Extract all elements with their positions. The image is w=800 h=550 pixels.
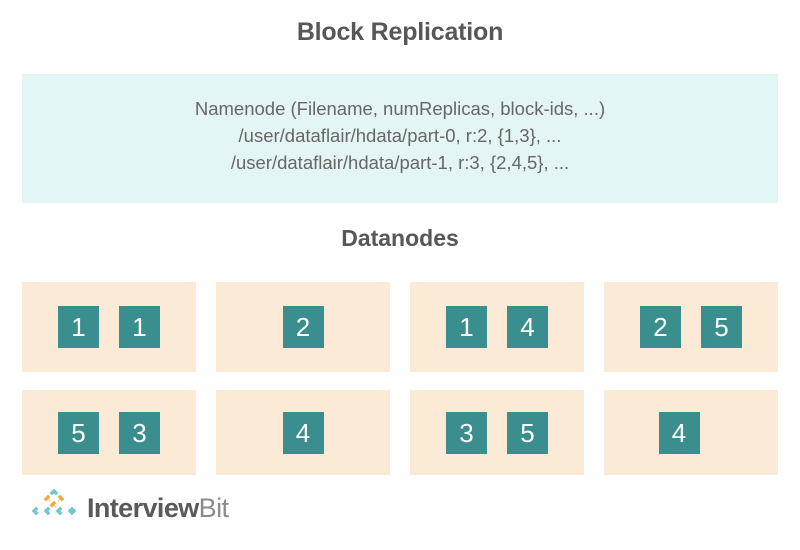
block-tile[interactable]: 1 — [119, 306, 160, 348]
interviewbit-diamond-logo-icon — [30, 488, 78, 517]
datanodes-heading: Datanodes — [341, 225, 459, 251]
block-tile[interactable]: 5 — [507, 411, 548, 454]
datanode-row-2: 5 3 4 3 5 4 — [22, 390, 778, 475]
block-tile[interactable]: 5 — [58, 411, 99, 454]
namenode-line-header: Namenode (Filename, numReplicas, block-i… — [194, 98, 606, 119]
interviewbit-logo[interactable]: InterviewBit — [30, 488, 229, 528]
datanode-row-1: 1 1 2 1 4 2 5 — [22, 282, 778, 372]
block-tile[interactable]: 2 — [282, 306, 324, 348]
datanode-panel[interactable]: 2 5 — [604, 282, 778, 372]
namenode-line-part-0: /user/dataflair/hdata/part-0, r:2, {1,3}… — [238, 125, 562, 146]
block-tile[interactable]: 4 — [282, 411, 324, 454]
datanode-panel[interactable]: 1 1 — [22, 282, 196, 372]
namenode-line-part-1: /user/dataflair/hdata/part-1, r:3, {2,4,… — [230, 152, 570, 173]
datanode-panel[interactable]: 3 5 — [410, 390, 584, 475]
datanode-panel[interactable]: 1 4 — [410, 282, 584, 372]
block-tile[interactable]: 3 — [446, 411, 487, 454]
datanode-panel[interactable]: 5 3 — [22, 390, 196, 475]
logo-word-bit: Bit — [198, 492, 229, 523]
block-tile[interactable]: 4 — [658, 411, 700, 454]
namenode-panel: Namenode (Filename, numReplicas, block-i… — [22, 74, 778, 203]
logo-word-interview: Interview — [87, 492, 199, 523]
interviewbit-wordmark: InterviewBit — [87, 492, 229, 523]
block-tile[interactable]: 4 — [507, 306, 548, 348]
block-tile[interactable]: 3 — [119, 411, 160, 454]
datanode-panel[interactable]: 4 — [216, 390, 390, 475]
block-tile[interactable]: 2 — [640, 306, 681, 348]
block-tile[interactable]: 5 — [701, 306, 742, 348]
datanode-panel[interactable]: 2 — [216, 282, 390, 372]
block-tile[interactable]: 1 — [58, 306, 99, 348]
namenode-text-block: Namenode (Filename, numReplicas, block-i… — [22, 95, 778, 176]
datanode-panel[interactable]: 4 — [604, 390, 778, 475]
datanode-grid: 1 1 2 1 4 2 5 5 3 4 3 5 4 — [22, 282, 778, 493]
page-title: Block Replication — [296, 18, 504, 46]
block-tile[interactable]: 1 — [446, 306, 487, 348]
